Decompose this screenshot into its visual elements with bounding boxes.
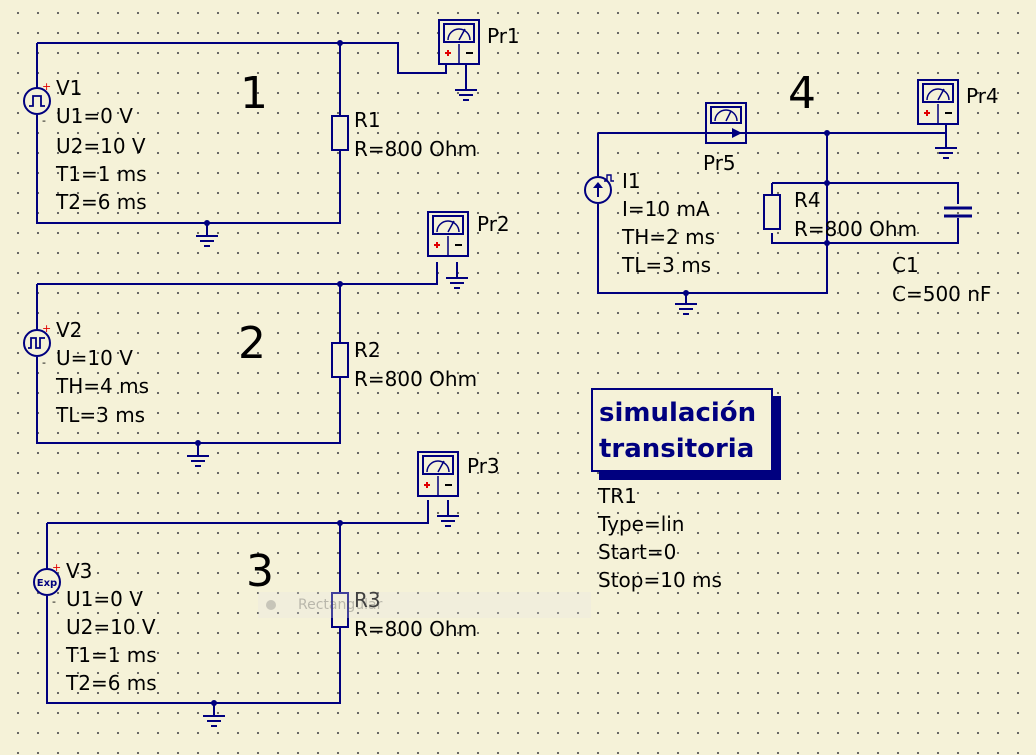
voltage-probe-pr1[interactable] <box>438 19 480 65</box>
resistor-value: R=800 Ohm <box>354 367 478 391</box>
source-param: U1=0 V <box>56 104 133 128</box>
circuit-number-2: 2 <box>238 318 266 369</box>
capacitor-name: C1 <box>892 253 919 277</box>
voltage-probe-pr2[interactable] <box>427 211 469 257</box>
circuit-3: Exp + - <box>33 451 460 727</box>
tooltip-icon <box>266 600 276 610</box>
probe-name: Pr4 <box>966 84 999 108</box>
simulation-label-line2: transitoria <box>599 434 755 464</box>
svg-text:+: + <box>42 322 51 335</box>
source-name: I1 <box>622 169 641 193</box>
resistor-r1[interactable] <box>331 115 349 151</box>
circuit-1: + - <box>23 19 480 247</box>
junction <box>211 700 217 706</box>
circuit-2: + - <box>23 211 469 467</box>
source-param: TL=3 ms <box>56 403 146 427</box>
voltage-probe-pr4[interactable] <box>917 79 959 125</box>
tooltip: Rectangular <box>258 592 591 618</box>
circuit-number-3: 3 <box>246 546 274 597</box>
probe-name: Pr5 <box>703 151 736 175</box>
simulation-param: Stop=10 ms <box>598 568 722 592</box>
source-param: T1=1 ms <box>66 643 157 667</box>
ground-icon[interactable] <box>186 447 210 467</box>
ground-icon[interactable] <box>934 139 958 159</box>
svg-text:-: - <box>42 114 46 127</box>
svg-text:-: - <box>42 356 46 369</box>
source-param: U2=10 V <box>66 615 156 639</box>
ground-icon[interactable] <box>674 295 698 315</box>
probe-name: Pr2 <box>477 212 510 236</box>
capacitor-value: C=500 nF <box>892 282 992 306</box>
simulation-name: TR1 <box>598 484 637 508</box>
capacitor-c1[interactable] <box>944 206 972 218</box>
source-name: V3 <box>66 559 93 583</box>
voltage-source-v1[interactable]: + - <box>23 80 51 127</box>
circuit-number-1: 1 <box>240 68 268 119</box>
source-param: U1=0 V <box>66 587 143 611</box>
source-param: TH=2 ms <box>622 225 715 249</box>
voltage-source-v3[interactable]: Exp + - <box>33 561 61 608</box>
svg-text:-: - <box>52 595 56 608</box>
circuit-4 <box>584 79 972 315</box>
junction <box>337 40 343 46</box>
source-param: TH=4 ms <box>56 374 149 398</box>
resistor-name: R2 <box>354 338 381 362</box>
simulation-label-line1: simulación <box>599 398 757 428</box>
current-probe-pr5[interactable] <box>705 102 747 144</box>
junction <box>683 290 689 296</box>
junction <box>337 281 343 287</box>
current-source-i1[interactable] <box>584 174 614 204</box>
ground-icon[interactable] <box>436 507 460 527</box>
tooltip-text: Rectangular <box>298 597 383 613</box>
svg-text:+: + <box>52 561 61 574</box>
resistor-name: R4 <box>794 188 821 212</box>
source-param: TL=3 ms <box>622 253 712 277</box>
junction <box>824 240 830 246</box>
junction <box>195 440 201 446</box>
ground-icon[interactable] <box>195 227 219 247</box>
ground-icon[interactable] <box>454 81 478 101</box>
source-param: U=10 V <box>56 346 133 370</box>
wire[interactable] <box>36 262 458 448</box>
junction <box>824 180 830 186</box>
resistor-value: R=800 Ohm <box>354 137 478 161</box>
resistor-name: R3 <box>354 588 381 612</box>
source-param: T2=6 ms <box>56 190 147 214</box>
simulation-param: Start=0 <box>598 540 677 564</box>
resistor-r2[interactable] <box>331 342 349 378</box>
source-param: I=10 mA <box>622 197 710 221</box>
resistor-name: R1 <box>354 108 381 132</box>
source-param: U2=10 V <box>56 134 146 158</box>
resistor-value: R=800 Ohm <box>794 217 918 241</box>
junction <box>204 220 210 226</box>
source-name: V2 <box>56 318 83 342</box>
junction <box>337 520 343 526</box>
source-name: V1 <box>56 76 83 100</box>
transient-simulation-block[interactable]: simulación transitoria <box>591 388 773 472</box>
svg-text:+: + <box>42 80 51 93</box>
probe-name: Pr3 <box>467 454 500 478</box>
source-icon-label: Exp <box>37 578 57 589</box>
ground-icon[interactable] <box>445 269 469 289</box>
resistor-value: R=800 Ohm <box>354 617 478 641</box>
wire[interactable] <box>36 42 467 228</box>
voltage-source-v2[interactable]: + - <box>23 322 51 369</box>
source-param: T1=1 ms <box>56 162 147 186</box>
probe-name: Pr1 <box>487 24 520 48</box>
simulation-param: Type=lin <box>598 512 685 536</box>
source-param: T2=6 ms <box>66 671 157 695</box>
resistor-r4[interactable] <box>763 194 781 230</box>
ground-icon[interactable] <box>202 707 226 727</box>
wire[interactable] <box>46 500 449 708</box>
circuit-number-4: 4 <box>788 68 816 119</box>
voltage-probe-pr3[interactable] <box>417 451 459 497</box>
junction <box>824 130 830 136</box>
